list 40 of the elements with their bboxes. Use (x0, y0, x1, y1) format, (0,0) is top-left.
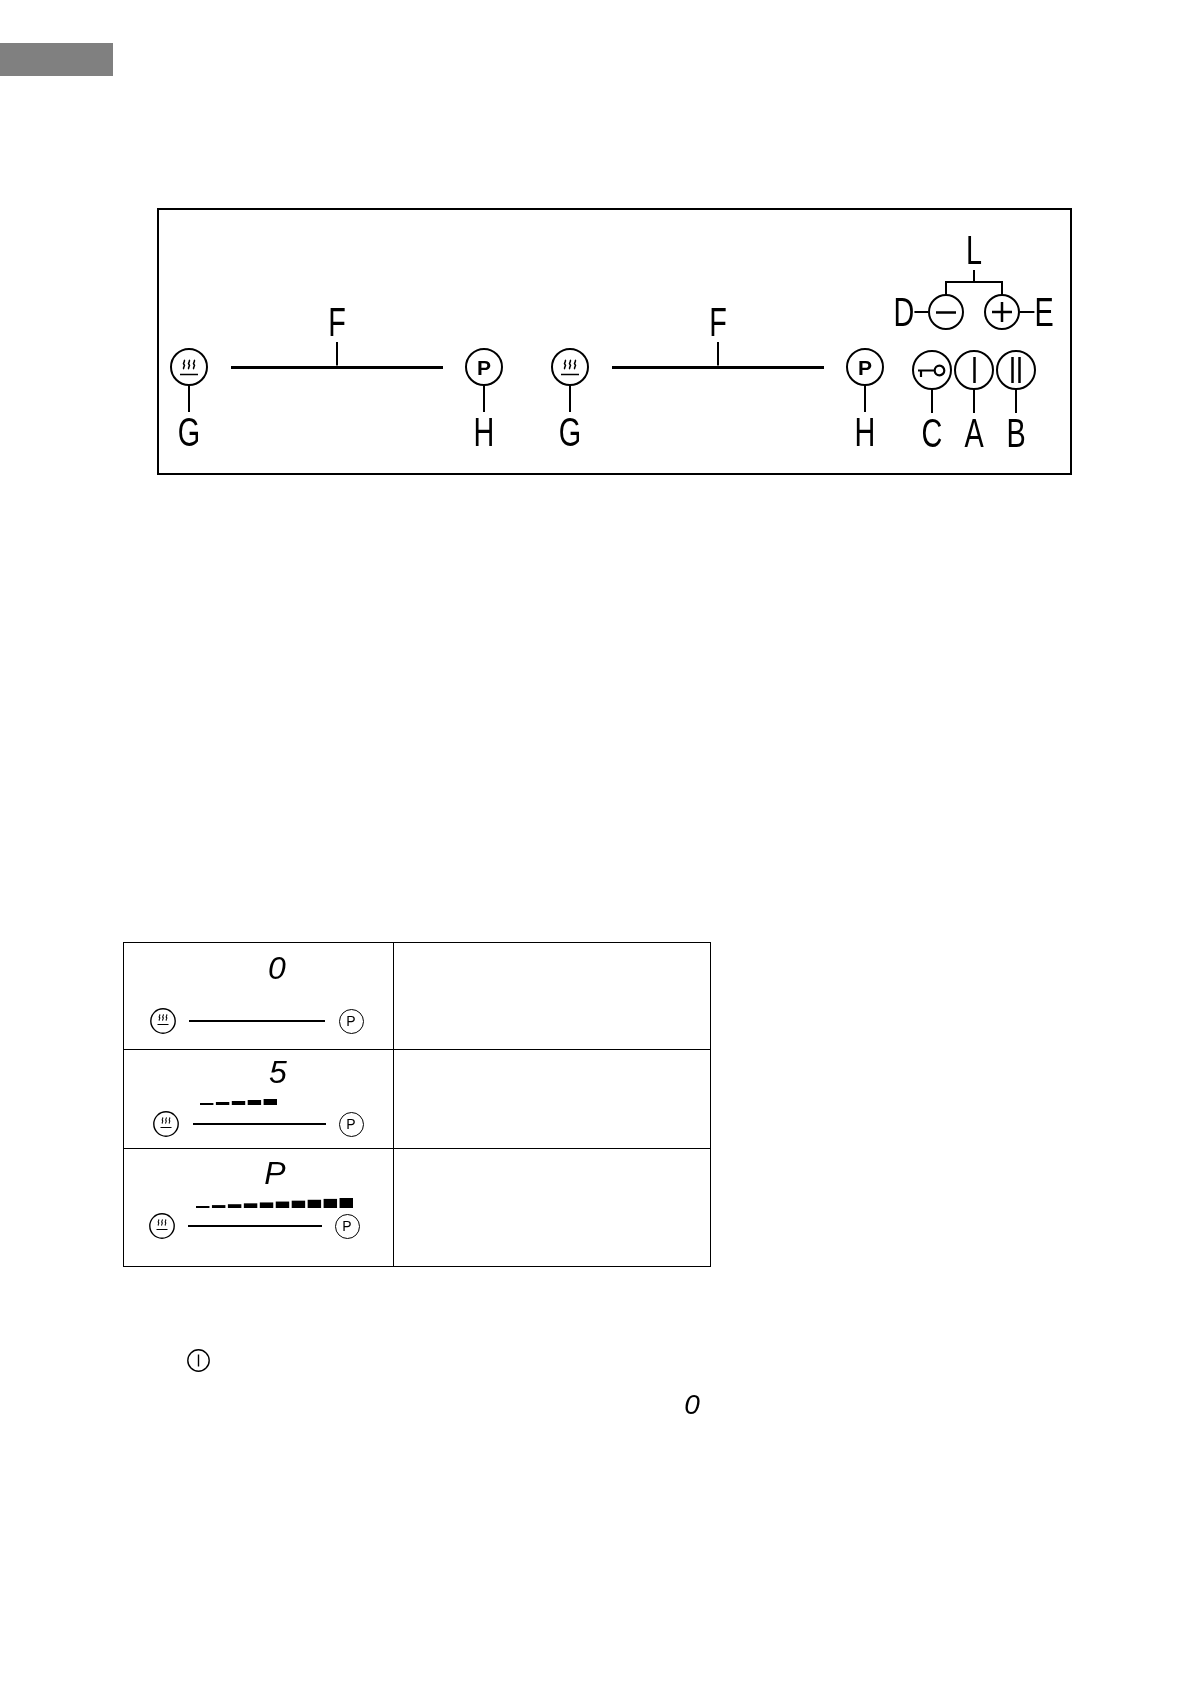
touch-key (954, 350, 994, 390)
callout-letter: E (1034, 292, 1054, 332)
display-digit: P (264, 1157, 286, 1189)
display-digit: 0 (268, 952, 286, 984)
touch-key (912, 350, 952, 390)
leader-line (717, 341, 719, 367)
slider-line (612, 365, 824, 369)
callout-letter: F (328, 302, 346, 342)
leader-line (569, 385, 571, 413)
callout-letter: L (966, 230, 982, 270)
display-digit: 0 (684, 1391, 700, 1419)
callout-letter: D (893, 292, 915, 332)
leader-line (1015, 389, 1017, 414)
touch-key: P (465, 348, 503, 386)
touch-key: P (846, 348, 884, 386)
leader-line (336, 341, 338, 367)
callout-letter: G (177, 412, 201, 452)
leader-line (973, 269, 1003, 295)
leader-line (931, 389, 933, 414)
leader-line (1019, 311, 1036, 313)
callout-letter: G (558, 412, 582, 452)
leader-line (913, 311, 929, 313)
callout-letter: F (709, 302, 727, 342)
callout-letter: C (921, 413, 943, 453)
touch-key (984, 294, 1020, 330)
leader-line (864, 385, 866, 413)
display-digit: 5 (269, 1056, 287, 1088)
touch-key (928, 294, 964, 330)
callout-letter: H (854, 412, 876, 452)
leader-line (973, 389, 975, 414)
control-panel (157, 208, 1072, 475)
slider-line (231, 365, 443, 369)
leader-line (188, 385, 190, 413)
callout-letter: B (1006, 413, 1026, 453)
touch-key (551, 348, 589, 386)
touch-key (170, 348, 208, 386)
leader-line (483, 385, 485, 413)
callout-letter: H (473, 412, 495, 452)
callout-letter: A (964, 413, 984, 453)
touch-key (996, 350, 1036, 390)
